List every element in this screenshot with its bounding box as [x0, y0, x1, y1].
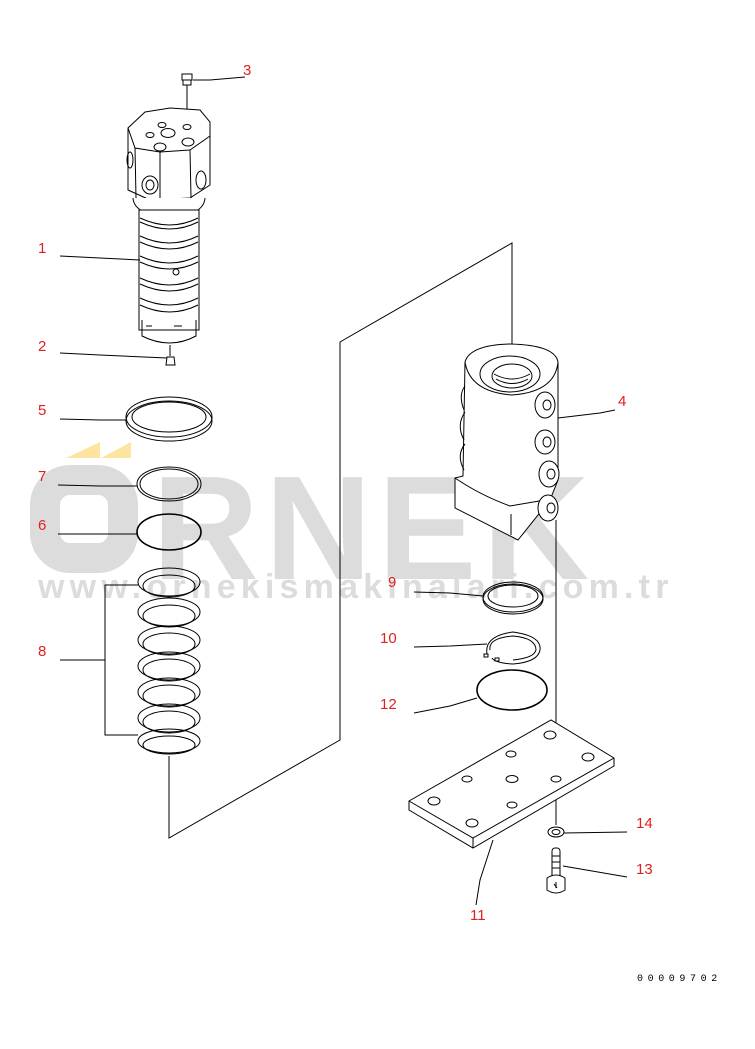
watermark-brand: RNEK	[30, 455, 595, 603]
valve-body-icon	[454, 343, 560, 775]
leader-lines	[57, 76, 628, 906]
plate-icon	[408, 719, 615, 849]
callout-9: 9	[388, 574, 397, 591]
callout-11: 11	[470, 907, 486, 924]
snap-ring-10-icon	[483, 631, 541, 665]
callout-3: 3	[243, 62, 252, 79]
callout-5: 5	[38, 402, 47, 419]
bolt-icon	[546, 847, 566, 894]
o-ring-12-icon	[476, 669, 548, 711]
o-ring-6-icon	[136, 513, 202, 551]
washer-icon	[547, 826, 565, 838]
callout-2: 2	[38, 338, 47, 355]
plug-bottom-icon	[165, 356, 176, 366]
callout-7: 7	[38, 468, 47, 485]
valve-cartridge-icon	[126, 107, 211, 356]
callout-12: 12	[380, 696, 397, 713]
backup-ring-icon	[125, 396, 213, 442]
callout-6: 6	[38, 517, 47, 534]
callout-8: 8	[38, 643, 47, 660]
callout-10: 10	[380, 630, 397, 647]
callout-14: 14	[636, 815, 653, 832]
ring-9-icon	[482, 581, 544, 615]
seal-ring-set-icon	[137, 567, 201, 755]
callout-1: 1	[38, 240, 47, 257]
drawing-number: 00009702	[637, 974, 722, 985]
callout-4: 4	[618, 393, 627, 410]
ring-7-icon	[136, 466, 202, 502]
assembly-connector-line	[168, 242, 513, 839]
callout-13: 13	[636, 861, 653, 878]
